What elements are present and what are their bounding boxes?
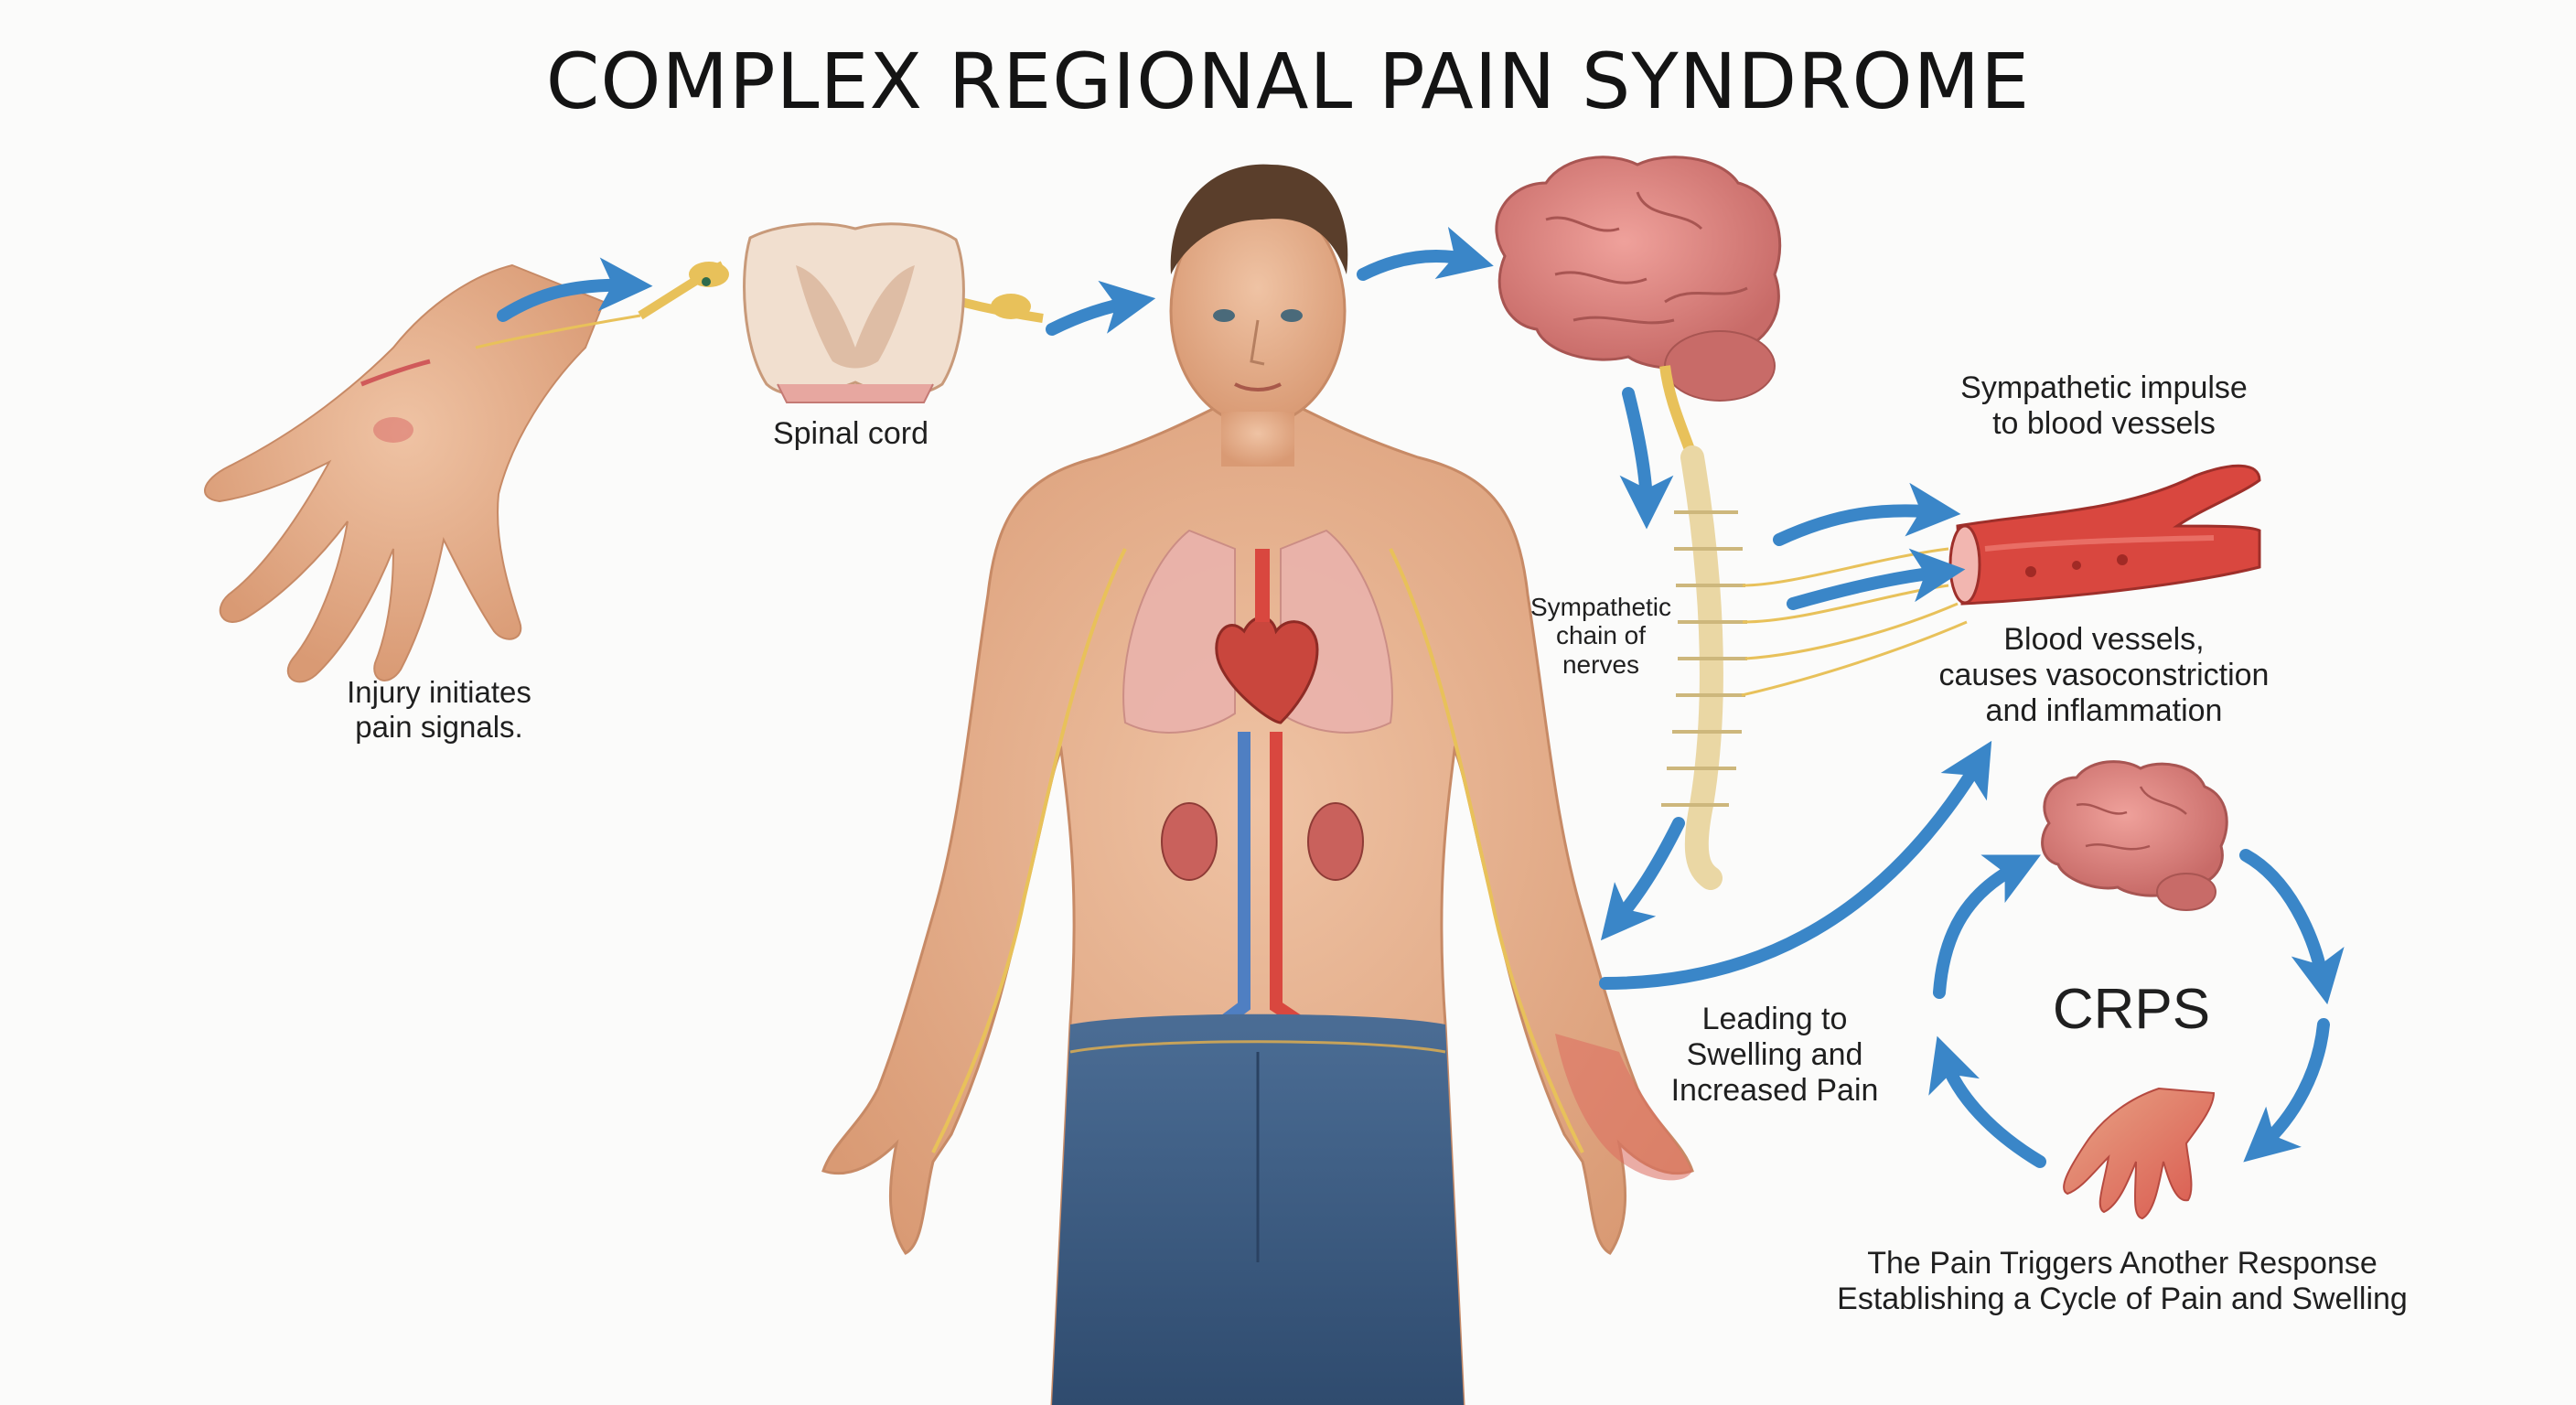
arrow-brain-down <box>1619 387 1674 530</box>
spine-icon <box>1661 445 1968 890</box>
label-cycle: The Pain Triggers Another Response Estab… <box>1837 1246 2408 1317</box>
label-spinal-cord: Spinal cord <box>772 416 929 451</box>
arrow-cycle-bottom-left <box>1928 1035 2046 1168</box>
label-crps: CRPS <box>2052 978 2211 1041</box>
arrow-body-to-brain <box>1357 226 1494 281</box>
arrow-cycle-right-down <box>2243 1018 2330 1163</box>
arrow-cycle-left-up <box>1933 854 2042 999</box>
arrow-cord-to-body <box>1046 280 1156 336</box>
human-body-icon <box>821 164 1694 1405</box>
spinal-cord-icon <box>638 222 1044 403</box>
label-sympathetic-chain: Sympathetic chain of nerves <box>1530 593 1672 679</box>
label-leading-to: Leading to Swelling and Increased Pain <box>1670 1002 1879 1109</box>
page-title: COMPLEX REGIONAL PAIN SYNDROME <box>545 37 2031 126</box>
blood-vessel-icon <box>1948 464 2261 606</box>
crps-brain-icon <box>2041 760 2228 911</box>
label-blood-vessels: Blood vessels, causes vasoconstriction a… <box>1938 622 2270 729</box>
label-injury: Injury initiates pain signals. <box>347 675 531 744</box>
flow-arrows <box>497 226 2345 1168</box>
arrow-cycle-top-right <box>2239 849 2345 1005</box>
arrow-to-vessel-top <box>1773 482 1961 546</box>
arrow-hand-to-cord <box>497 257 653 322</box>
arrow-to-vessel-mid <box>1787 548 1966 610</box>
arrow-leading-up <box>1599 740 1992 990</box>
arrow-spine-down-left <box>1600 817 1685 941</box>
label-sympathetic-impulse: Sympathetic impulse to blood vessels <box>1960 370 2248 442</box>
hand-icon <box>204 263 641 683</box>
inflamed-hand-icon <box>2063 1087 2216 1220</box>
